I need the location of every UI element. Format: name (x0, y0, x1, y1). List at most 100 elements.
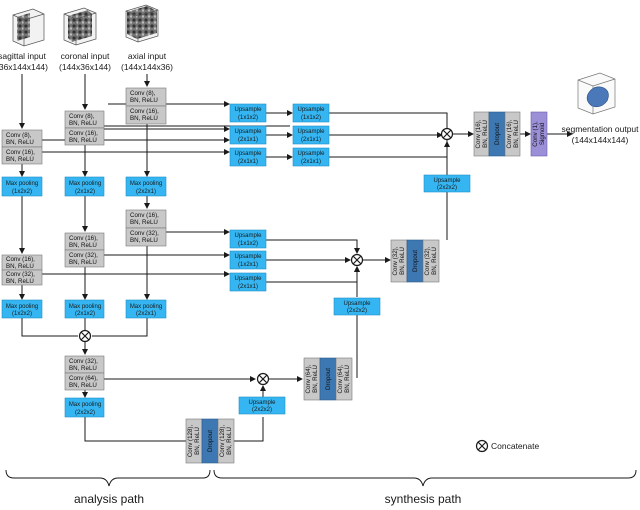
analysis-path-brace (5, 469, 211, 487)
svg-text:Upsample: Upsample (234, 107, 262, 113)
svg-text:Max pooling: Max pooling (69, 181, 101, 187)
svg-text:(2x2x1): (2x2x1) (136, 311, 156, 317)
svg-text:(2x2x2): (2x2x2) (347, 308, 367, 314)
svg-text:Upsample: Upsample (297, 129, 325, 135)
svg-text:(2x2x2): (2x2x2) (437, 185, 457, 191)
svg-text:Upsample: Upsample (433, 178, 461, 184)
svg-text:(2x2x2): (2x2x2) (252, 407, 272, 413)
svg-text:Conv (8),: Conv (8), (130, 90, 156, 97)
synthesis-block-16: Conv (16), BN, ReLU Dropout Conv (16), B… (473, 111, 521, 157)
svg-text:(2x2x1): (2x2x1) (136, 189, 156, 195)
svg-text:Conv (32),: Conv (32), (6, 271, 35, 278)
svg-text:Conv (16),: Conv (16), (130, 108, 159, 115)
svg-text:BN, ReLU: BN, ReLU (69, 120, 97, 127)
conv-block-merged-3: Conv (32), BN, ReLU Conv (64), BN, ReLU (64, 355, 105, 391)
svg-text:Conv (32),: Conv (32), (130, 230, 159, 237)
svg-text:Upsample: Upsample (297, 107, 325, 113)
svg-text:BN, ReLU: BN, ReLU (312, 365, 319, 393)
svg-text:Conv (16),: Conv (16), (69, 235, 98, 242)
svg-text:Conv (32),: Conv (32), (424, 246, 431, 275)
svg-text:Conv (16),: Conv (16), (130, 212, 159, 219)
svg-text:(2x1x1): (2x1x1) (301, 137, 321, 143)
synthesis-path-label: synthesis path (385, 492, 462, 506)
upsample-l2-c: Upsample (1x2x1) (229, 250, 267, 270)
conv-block-coronal-1: Conv (8), BN, ReLU Conv (16), BN, ReLU (64, 110, 105, 146)
svg-text:Max pooling: Max pooling (130, 304, 162, 310)
svg-text:BN, ReLU: BN, ReLU (69, 365, 97, 372)
svg-text:BN, ReLU: BN, ReLU (194, 427, 201, 455)
svg-text:BN, ReLU: BN, ReLU (399, 247, 406, 275)
svg-text:Max pooling: Max pooling (69, 402, 101, 408)
svg-text:Upsample: Upsample (234, 276, 262, 282)
sigmoid-block: Conv (1), Sigmoid (530, 111, 548, 157)
upsample-l2-s: Upsample (2x1x1) (229, 272, 267, 292)
upsample-l1-s1: Upsample (2x1x1) (229, 147, 267, 167)
maxpool-sagittal-2: Max pooling (1x2x2) (1, 299, 43, 319)
conv-block-coronal-2: Conv (16), BN, ReLU Conv (32), BN, ReLU (64, 232, 105, 268)
upsample-bottleneck: Upsample (2x2x2) (238, 396, 286, 415)
upsample-l2-a: Upsample (1x1x2) (229, 229, 267, 249)
maxpool-coronal-2: Max pooling (2x1x2) (64, 299, 105, 319)
conv-block-sagittal-2: Conv (16), BN, ReLU Conv (32), BN, ReLU (1, 254, 43, 286)
svg-text:Upsample: Upsample (234, 254, 262, 260)
maxpool-merged-3: Max pooling (2x2x2) (64, 397, 105, 418)
svg-text:Conv (64),: Conv (64), (69, 375, 98, 382)
sagittal-input-icon (12, 8, 45, 47)
maxpool-axial-1: Max pooling (2x2x1) (125, 176, 167, 197)
svg-text:BN, ReLU: BN, ReLU (482, 120, 489, 148)
legend: Concatenate (475, 439, 539, 453)
svg-text:(1x1x2): (1x1x2) (301, 115, 321, 121)
svg-text:Max pooling: Max pooling (6, 304, 38, 310)
svg-text:BN, ReLU: BN, ReLU (513, 120, 520, 148)
svg-text:Conv (128),: Conv (128), (219, 425, 226, 458)
conv-block-axial-2: Conv (16), BN, ReLU Conv (32), BN, ReLU (125, 209, 167, 247)
maxpool-coronal-1: Max pooling (2x1x2) (64, 176, 105, 197)
synthesis-block-128: Conv (128), BN, ReLU Dropout Conv (128),… (185, 418, 235, 464)
svg-text:BN, ReLU: BN, ReLU (130, 115, 158, 122)
upsample-l1-a2: Upsample (1x1x2) (292, 103, 330, 123)
svg-text:BN, ReLU: BN, ReLU (226, 427, 233, 455)
svg-text:(1x1x2): (1x1x2) (238, 241, 258, 247)
upsample-l1-s2: Upsample (2x1x1) (292, 147, 330, 167)
svg-text:Dropout: Dropout (412, 250, 419, 272)
conv-block-sagittal-1: Conv (8), BN, ReLU Conv (16), BN, ReLU (1, 129, 43, 165)
svg-text:Conv (16),: Conv (16), (6, 149, 35, 156)
svg-text:(2x2x2): (2x2x2) (75, 410, 95, 416)
sagittal-input-dims: (36x144x144) (0, 62, 48, 72)
svg-text:Conv (32),: Conv (32), (69, 358, 98, 365)
svg-text:Dropout: Dropout (207, 430, 214, 452)
segmentation-output-dims: (144x144x144) (572, 135, 629, 145)
segmentation-output-icon (577, 72, 616, 115)
svg-text:Conv (1),: Conv (1), (532, 121, 539, 147)
svg-text:BN, ReLU: BN, ReLU (130, 237, 158, 244)
svg-text:Conv (16),: Conv (16), (69, 130, 98, 137)
segmentation-output-label: segmentation output (561, 124, 639, 134)
coronal-input-label: coronal input (61, 51, 110, 61)
concatenate-icon (350, 253, 364, 267)
svg-text:Conv (16),: Conv (16), (475, 119, 482, 148)
upsample-l1-c2: Upsample (2x1x1) (292, 125, 330, 145)
svg-text:BN, ReLU: BN, ReLU (6, 263, 34, 270)
synthesis-path-brace (213, 469, 637, 487)
svg-text:Dropout: Dropout (325, 368, 332, 390)
svg-text:Conv (16),: Conv (16), (506, 119, 513, 148)
synthesis-block-64: Conv (64), BN, ReLU Dropout Conv (64), B… (303, 357, 353, 401)
maxpool-axial-2: Max pooling (2x2x1) (125, 299, 167, 319)
legend-label: Concatenate (491, 441, 539, 451)
svg-text:Upsample: Upsample (297, 151, 325, 157)
svg-text:Conv (8),: Conv (8), (6, 132, 32, 139)
svg-text:Max pooling: Max pooling (69, 304, 101, 310)
concatenate-icon (475, 439, 489, 453)
svg-text:BN, ReLU: BN, ReLU (69, 242, 97, 249)
svg-text:Upsample: Upsample (234, 151, 262, 157)
coronal-input-icon (63, 7, 97, 46)
sagittal-input-label: sagittal input (0, 51, 46, 61)
coronal-input-dims: (144x36x144) (59, 62, 111, 72)
svg-text:Conv (8),: Conv (8), (69, 113, 95, 120)
svg-text:BN, ReLU: BN, ReLU (6, 156, 34, 163)
axial-input-dims: (144x144x36) (121, 62, 173, 72)
svg-text:Conv (64),: Conv (64), (337, 364, 344, 393)
svg-text:(1x2x1): (1x2x1) (238, 262, 258, 268)
svg-text:(2x1x2): (2x1x2) (75, 311, 95, 317)
upsample-l1-a1: Upsample (1x1x2) (229, 103, 267, 123)
